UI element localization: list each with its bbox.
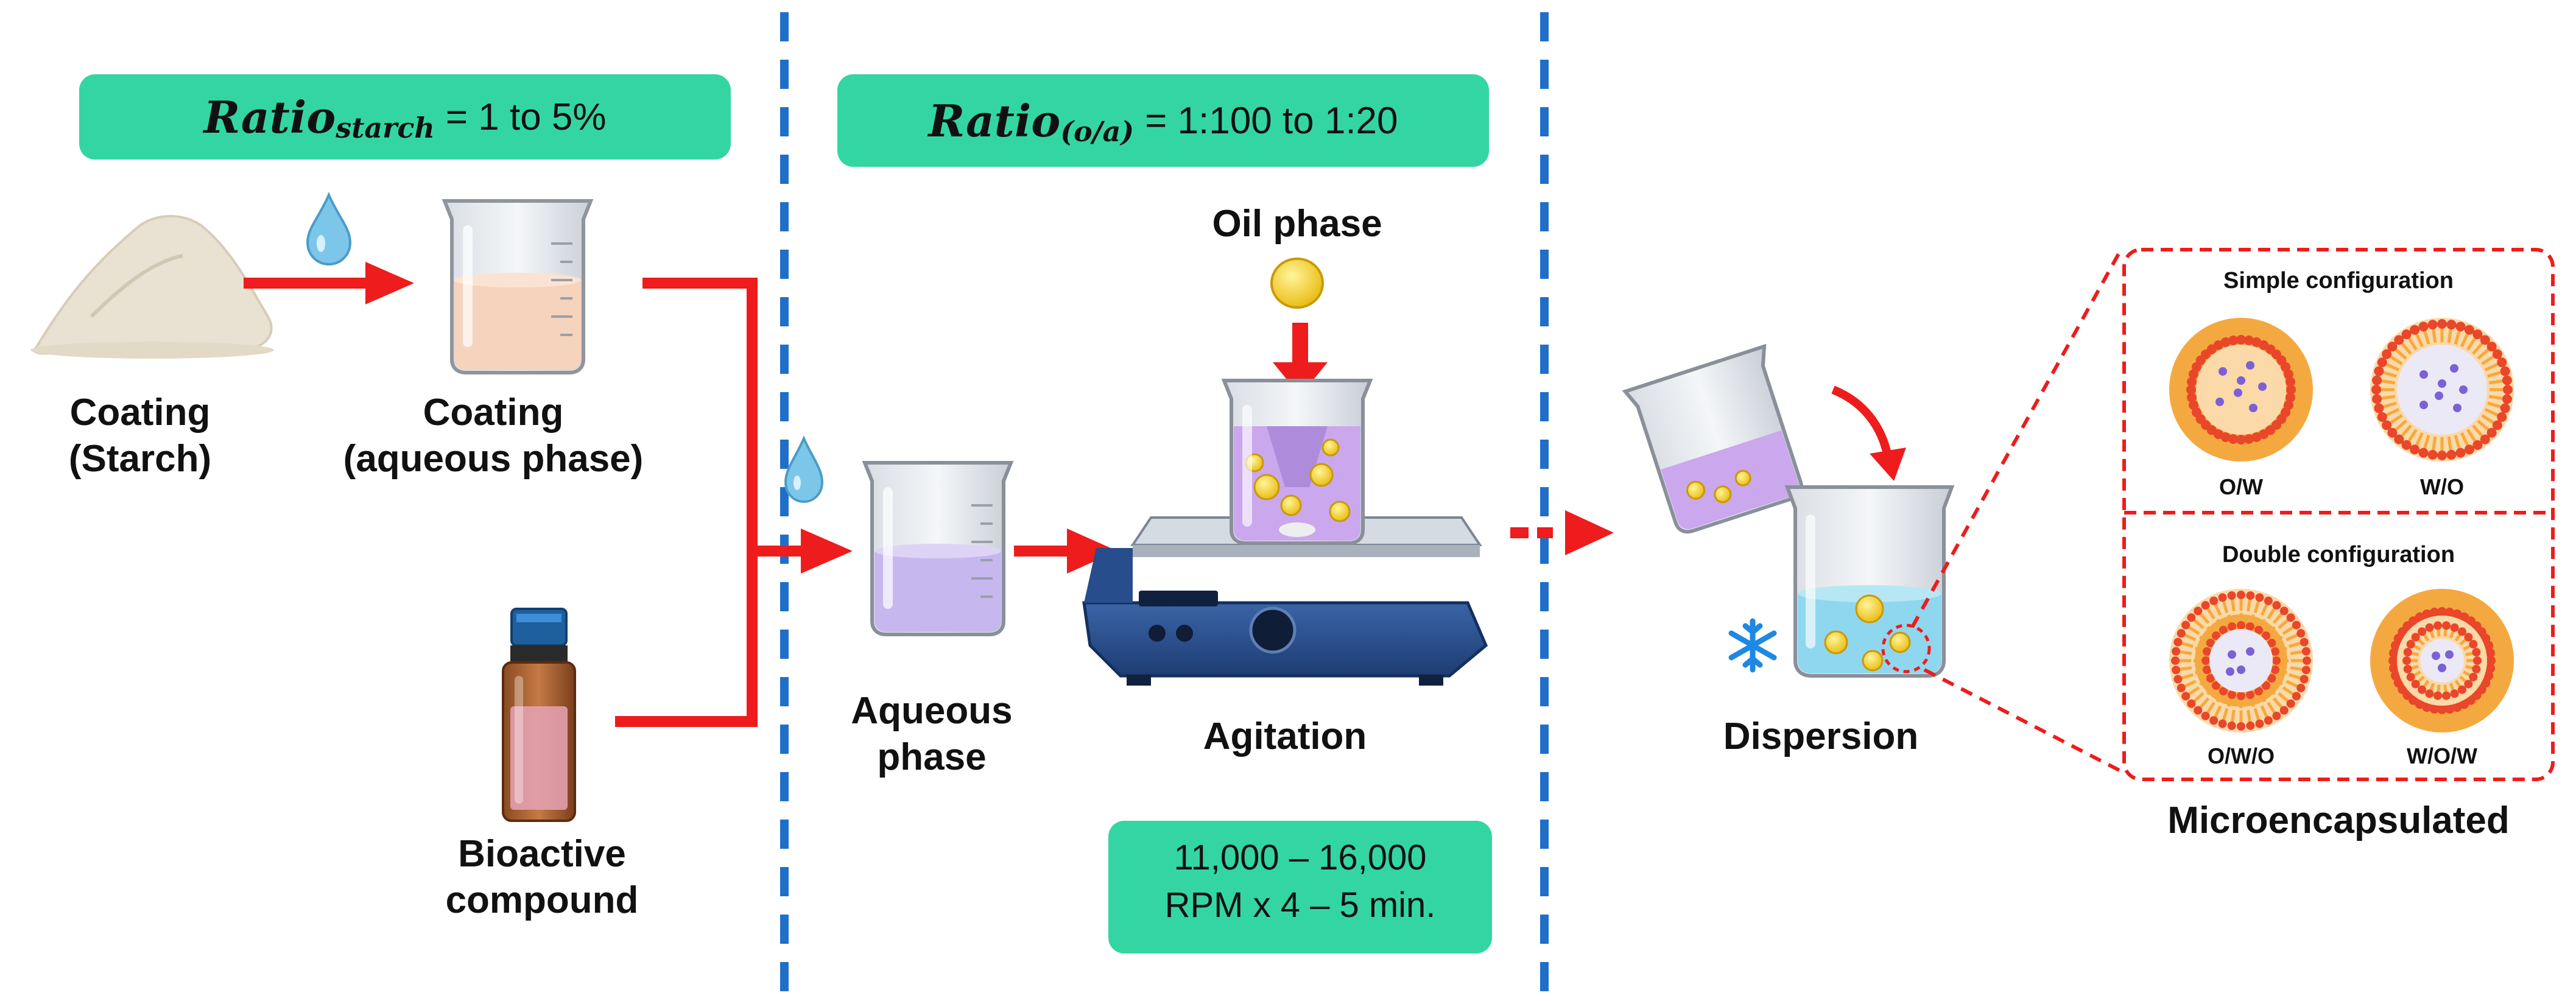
pour-arrow bbox=[1831, 385, 1892, 458]
arrow-starch-to-coating bbox=[244, 262, 414, 304]
micelle-owo-icon bbox=[2169, 589, 2313, 732]
micelle-wow-icon bbox=[2370, 589, 2514, 732]
rpm-box: 11,000 – 16,000 RPM x 4 – 5 min. bbox=[1108, 821, 1492, 954]
micelle-group bbox=[2169, 318, 2514, 732]
ratio-starch-box: Ratio starch = 1 to 5% bbox=[79, 74, 731, 160]
zoom-line-bottom bbox=[1923, 668, 2120, 772]
ratio-starch-value: = 1 to 5% bbox=[445, 96, 607, 138]
pour-arrow-head bbox=[1870, 448, 1906, 481]
coating-beaker-icon bbox=[442, 199, 594, 374]
owo-label: O/W/O bbox=[2208, 743, 2275, 768]
double-configuration-title: Double configuration bbox=[2222, 542, 2455, 567]
ratio-oa-box: Ratio (o/a) = 1:100 to 1:20 bbox=[837, 74, 1489, 167]
zoom-line-top bbox=[1910, 251, 2121, 628]
wo-label: W/O bbox=[2420, 474, 2464, 499]
stirrer-plate-icon bbox=[1082, 516, 1488, 686]
oil-drop-icon bbox=[1270, 258, 1324, 309]
arrow-to-dispersion bbox=[1510, 510, 1614, 555]
micelle-ow-icon bbox=[2169, 318, 2313, 462]
agitation-label: Agitation bbox=[1203, 715, 1367, 757]
wow-label: W/O/W bbox=[2407, 743, 2477, 768]
water-drop-icon-2 bbox=[784, 435, 824, 504]
microencapsulated-label: Microencapsulated bbox=[2167, 799, 2510, 841]
bioactive-compound-label: Bioactive compound bbox=[445, 833, 639, 921]
simple-configuration-title: Simple configuration bbox=[2223, 268, 2454, 293]
agitation-beaker-icon bbox=[1221, 379, 1373, 545]
arrow-merge-to-aqueous bbox=[615, 278, 804, 727]
micelle-wo-icon bbox=[2370, 318, 2514, 462]
coating-aqueous-label: Coating (aqueous phase) bbox=[343, 392, 644, 480]
ratio-oa-subscript: (o/a) bbox=[1060, 115, 1135, 148]
oil-phase-label: Oil phase bbox=[1212, 203, 1382, 245]
ratio-starch-subscript: starch bbox=[336, 111, 435, 144]
starch-pile-icon bbox=[30, 215, 274, 359]
aqueous-phase-label: Aqueous phase bbox=[851, 690, 1013, 778]
snowflake-icon bbox=[1728, 618, 1777, 673]
ratio-starch-symbol: Ratio bbox=[203, 91, 336, 143]
dispersion-label: Dispersion bbox=[1723, 715, 1919, 757]
ow-label: O/W bbox=[2219, 474, 2263, 499]
coating-starch-label: Coating (Starch) bbox=[68, 392, 212, 480]
bioactive-vial-icon bbox=[502, 608, 576, 822]
ratio-oa-symbol: Ratio bbox=[928, 94, 1061, 147]
water-drop-icon bbox=[306, 191, 352, 266]
ratio-oa-value: = 1:100 to 1:20 bbox=[1145, 99, 1398, 142]
pouring-beaker-icon bbox=[1622, 343, 1804, 534]
rpm-speed: 11,000 – 16,000 bbox=[1174, 838, 1427, 877]
arrow-aqueous-to-agitation bbox=[1014, 529, 1117, 574]
dispersion-beaker-icon bbox=[1784, 485, 1955, 678]
rpm-duration: RPM x 4 – 5 min. bbox=[1164, 885, 1436, 925]
aqueous-beaker-icon bbox=[862, 461, 1014, 636]
arrow-head-aqueous bbox=[801, 529, 853, 574]
